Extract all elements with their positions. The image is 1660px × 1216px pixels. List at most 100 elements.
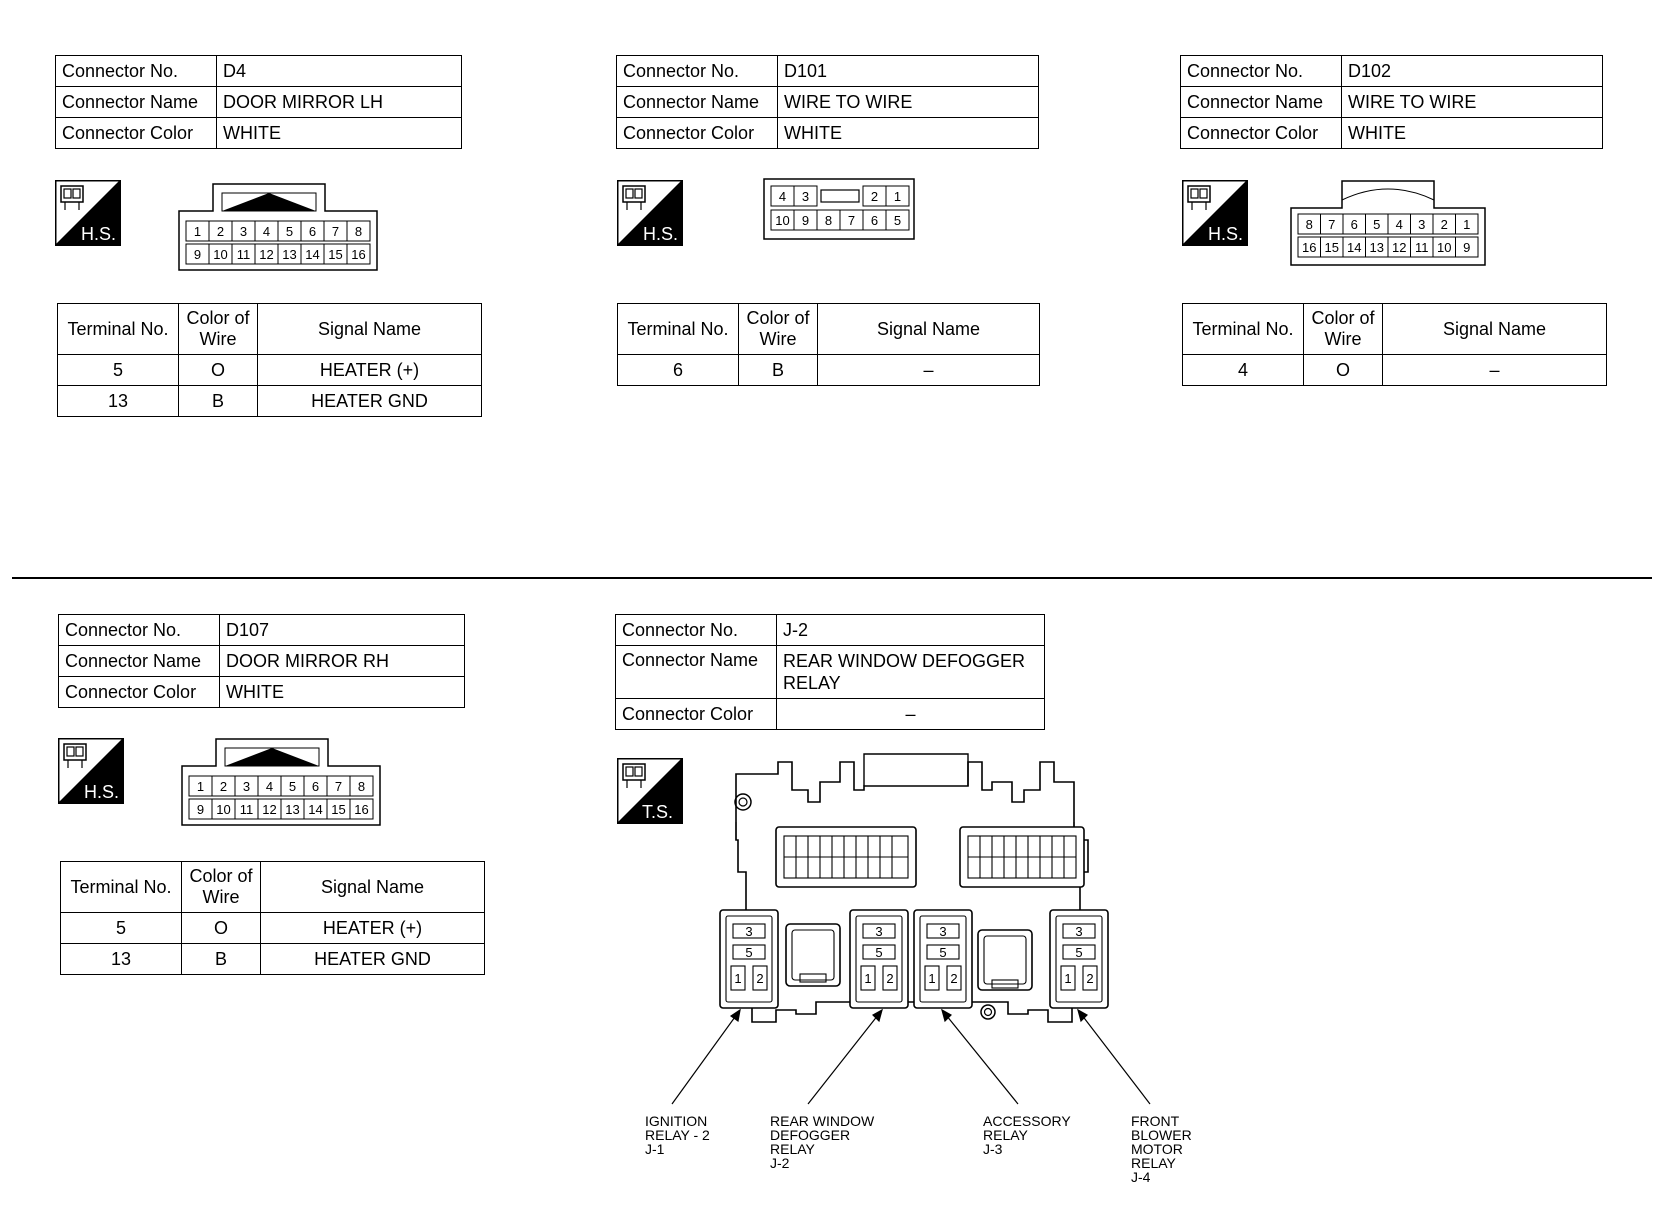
- relay-pin-number: 3: [939, 924, 946, 939]
- pin-number: 1: [1463, 217, 1470, 232]
- pin-number: 12: [259, 247, 273, 262]
- relay-pin-number: 1: [928, 971, 935, 986]
- relay-pin-number: 2: [886, 971, 893, 986]
- table-row: 13 B HEATER GND: [57, 385, 482, 417]
- pin-cell: [1455, 236, 1479, 258]
- pin-number: 3: [243, 779, 250, 794]
- pin-number: 2: [217, 224, 224, 239]
- terminal-cell: 5: [57, 354, 179, 386]
- terminal-cell: 13: [60, 943, 182, 975]
- pin-number: 8: [1306, 217, 1313, 232]
- pin-number: 10: [216, 802, 230, 817]
- relay-pin-number: 5: [939, 945, 946, 960]
- pin-cell: [885, 185, 910, 207]
- terminal-header: Terminal No.: [617, 303, 739, 355]
- section-divider: [12, 577, 1652, 579]
- pin-number: 14: [305, 247, 319, 262]
- badge-label: H.S.: [84, 782, 119, 802]
- table-row: 6 B –: [617, 354, 1040, 386]
- pin-number: 7: [848, 213, 855, 228]
- relay-pin: [1082, 965, 1098, 991]
- relay-pin: [860, 965, 876, 991]
- pin-number: 8: [825, 213, 832, 228]
- connector-color-label: Connector Color: [616, 117, 778, 149]
- connector-name-label: Connector Name: [616, 86, 778, 118]
- pin-number: 6: [312, 779, 319, 794]
- relay-pin-number: 3: [745, 924, 752, 939]
- signal-cell: HEATER GND: [257, 385, 482, 417]
- connector-name-label: Connector Name: [55, 86, 217, 118]
- relay-pin: [732, 944, 766, 960]
- relay-pin: [924, 965, 940, 991]
- wire-cell: O: [178, 354, 258, 386]
- relay-socket-inner: [1055, 915, 1103, 1003]
- signal-cell: HEATER (+): [257, 354, 482, 386]
- pin-number: 16: [1302, 240, 1316, 255]
- relay-pin-number: 1: [864, 971, 871, 986]
- terminal-cell: 13: [57, 385, 179, 417]
- relay-pin: [882, 965, 898, 991]
- terminal-header: Terminal No.: [60, 861, 182, 913]
- pin-number: 7: [335, 779, 342, 794]
- connector-key: [820, 189, 860, 203]
- table-row: 5 O HEATER (+): [60, 912, 485, 944]
- wire-cell: B: [178, 385, 258, 417]
- relay-pin-number: 5: [875, 945, 882, 960]
- connector-color-label: Connector Color: [615, 698, 777, 730]
- relay-pin: [1060, 965, 1076, 991]
- badge-label: H.S.: [81, 224, 116, 244]
- relay-pin: [862, 923, 896, 939]
- connector-color-value: WHITE: [777, 117, 1039, 149]
- pin-cell: [346, 243, 371, 265]
- pin-cell: [346, 220, 371, 242]
- pin-number: 2: [871, 189, 878, 204]
- badge-label: T.S.: [642, 802, 673, 822]
- pin-number: 12: [262, 802, 276, 817]
- connector-name-label: Connector Name: [1180, 86, 1342, 118]
- table-row: 4 O –: [1182, 354, 1607, 386]
- harness-side-icon: H.S.: [1182, 180, 1248, 246]
- connector-name-label: Connector Name: [615, 645, 777, 699]
- relay-pin-number: 3: [875, 924, 882, 939]
- pin-number: 5: [894, 213, 901, 228]
- relay-pin: [926, 923, 960, 939]
- connector-no-value: J-2: [776, 614, 1045, 646]
- table-row: 13 B HEATER GND: [60, 943, 485, 975]
- relay-pin-number: 5: [1075, 945, 1082, 960]
- pin-number: 13: [1370, 240, 1384, 255]
- pin-number: 10: [775, 213, 789, 228]
- relay-socket-inner: [725, 915, 773, 1003]
- connector-color-value: WHITE: [216, 117, 462, 149]
- table-row: 5 O HEATER (+): [57, 354, 482, 386]
- pin-number: 1: [197, 779, 204, 794]
- pin-number: 10: [1437, 240, 1451, 255]
- pin-number: 1: [894, 189, 901, 204]
- pin-number: 13: [285, 802, 299, 817]
- connector-no-label: Connector No.: [55, 55, 217, 87]
- pin-number: 12: [1392, 240, 1406, 255]
- relay-socket-inner: [919, 915, 967, 1003]
- connector-no-value: D101: [777, 55, 1039, 87]
- pin-number: 7: [1328, 217, 1335, 232]
- pin-number: 4: [1396, 217, 1403, 232]
- connector-no-value: D4: [216, 55, 462, 87]
- pin-number: 14: [1347, 240, 1361, 255]
- connector-color-value: WHITE: [219, 676, 465, 708]
- connector-no-value: D107: [219, 614, 465, 646]
- connector-name-value: WIRE TO WIRE: [777, 86, 1039, 118]
- pin-number: 13: [282, 247, 296, 262]
- pin-number: 8: [355, 224, 362, 239]
- relay-pin: [1062, 944, 1096, 960]
- pin-cell: [793, 185, 818, 207]
- relay-pin-number: 2: [756, 971, 763, 986]
- connector-no-label: Connector No.: [615, 614, 777, 646]
- terminal-table-d4: Terminal No. Color of Wire Signal Name 5…: [57, 303, 482, 417]
- connector-name-value: DOOR MIRROR LH: [216, 86, 462, 118]
